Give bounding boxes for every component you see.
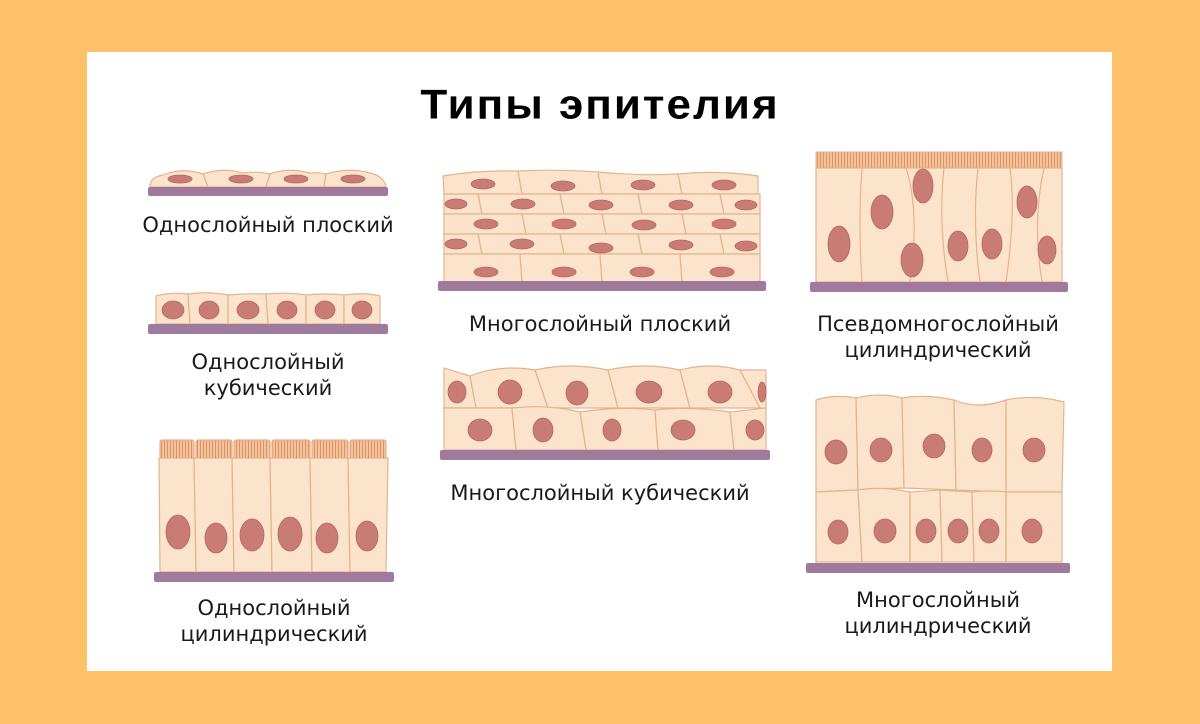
label-line: Псевдомногослойный (817, 312, 1059, 336)
stratified-squamous-diagram (438, 168, 766, 292)
label-line: Однослойный плоский (142, 213, 394, 237)
label-line: цилиндрический (180, 622, 368, 646)
stratified-squamous-label: Многослойный плоский (450, 311, 750, 337)
label-line: Многослойный кубический (450, 481, 750, 505)
simple-cuboidal-label: Однослойный кубический (118, 349, 418, 401)
stratified-cuboidal-diagram (440, 364, 770, 462)
simple-cuboidal-diagram (148, 292, 388, 336)
label-line: Многослойный плоский (468, 312, 732, 336)
label-line: Многослойный (855, 588, 1020, 612)
simple-columnar-diagram (154, 438, 394, 584)
simple-squamous-diagram (148, 165, 388, 197)
simple-squamous-label: Однослойный плоский (118, 212, 418, 238)
label-line: кубический (203, 376, 333, 400)
page-title: Типы эпителия (420, 81, 780, 128)
simple-columnar-label: Однослойный цилиндрический (124, 595, 424, 647)
stratified-columnar-diagram (806, 392, 1070, 576)
label-line: цилиндрический (844, 338, 1032, 362)
pseudostratified-columnar-diagram (810, 151, 1068, 294)
label-line: цилиндрический (844, 614, 1032, 638)
stratified-cuboidal-label: Многослойный кубический (430, 480, 770, 506)
label-line: Однослойный (197, 596, 351, 620)
label-line: Однослойный (191, 350, 345, 374)
pseudostratified-columnar-label: Псевдомногослойный цилиндрический (788, 311, 1088, 363)
stratified-columnar-label: Многослойный цилиндрический (788, 587, 1088, 639)
